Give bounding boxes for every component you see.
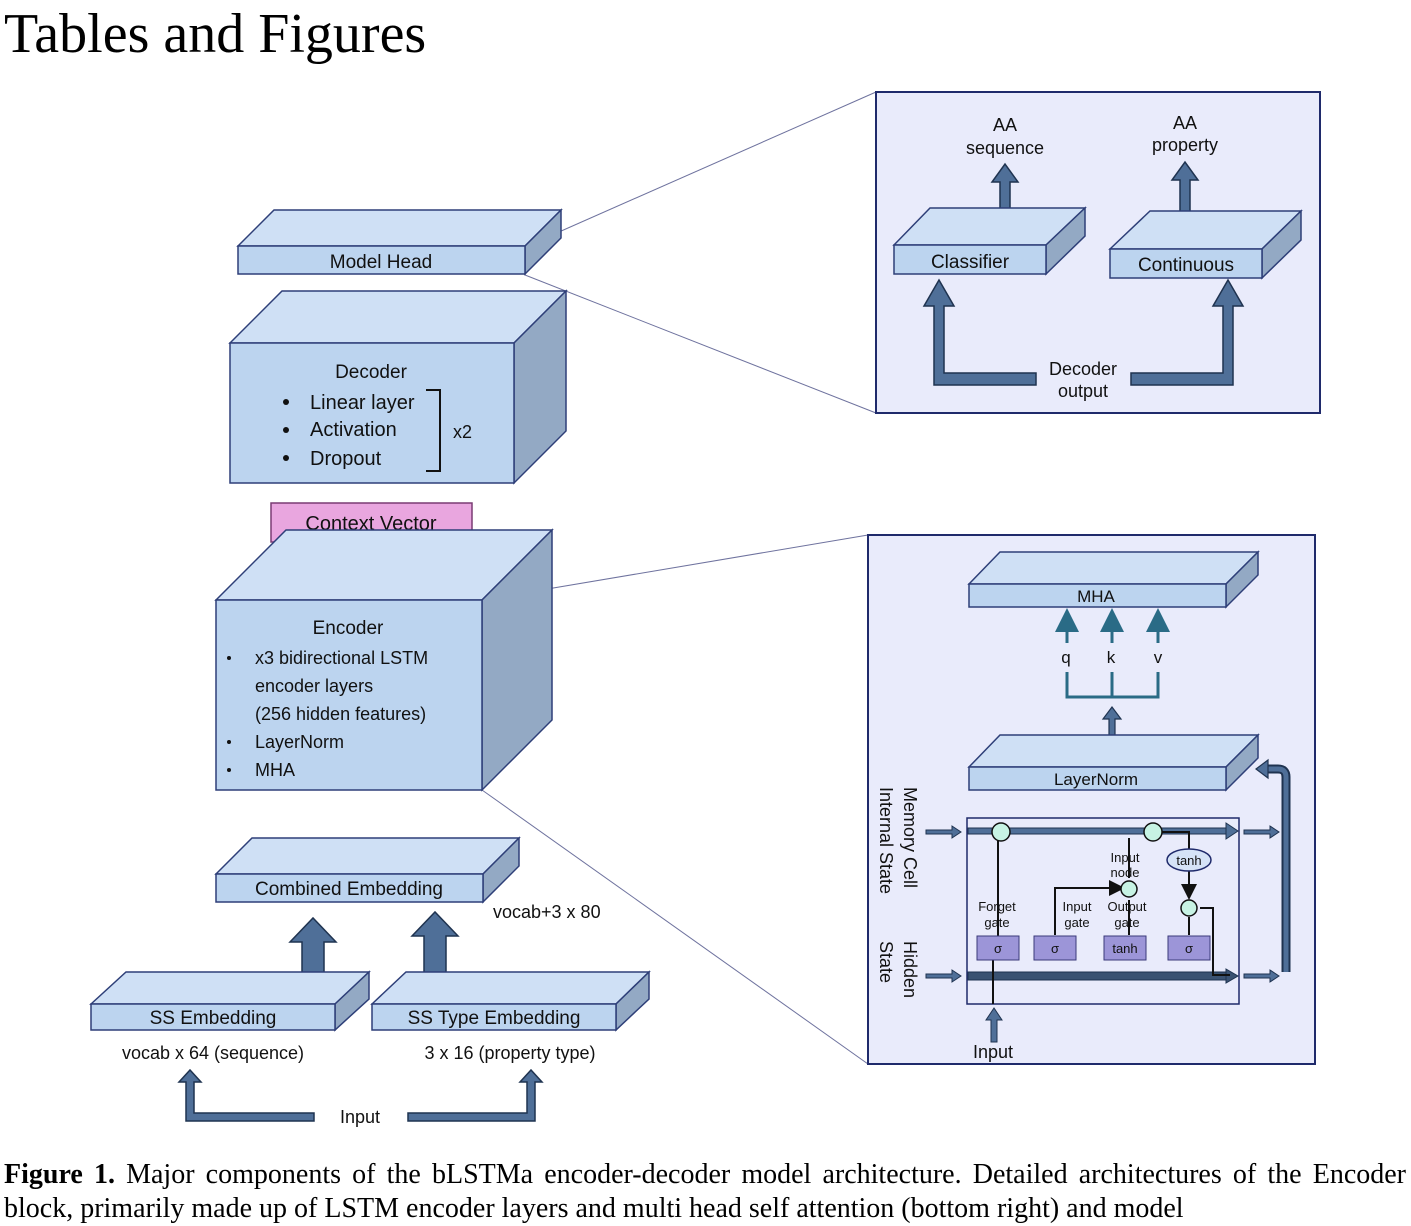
page-title: Tables and Figures xyxy=(4,3,427,65)
encoder-line-1: x3 bidirectional LSTM xyxy=(255,648,428,668)
forget-gate-label-1: Forget xyxy=(978,899,1016,914)
input-gate-label-2: gate xyxy=(1064,915,1089,930)
aa-property-label-1: AA xyxy=(1173,113,1197,133)
decoder-title: Decoder xyxy=(335,362,407,383)
lstm-wiring xyxy=(992,831,1230,1004)
aa-sequence-label-1: AA xyxy=(993,115,1017,135)
tanh-top-label: tanh xyxy=(1176,853,1201,868)
encoder-detail-panel: MHA q k v LayerNorm xyxy=(867,534,1316,1065)
input-label: Input xyxy=(340,1107,380,1127)
decoder-repeat: x2 xyxy=(453,422,472,442)
encoder-line-5: MHA xyxy=(255,760,295,780)
svg-text:tanh: tanh xyxy=(1112,941,1137,956)
output-gate-label-2: gate xyxy=(1114,915,1139,930)
decoder-bracket xyxy=(426,389,441,472)
decoder-to-continuous-arrow xyxy=(1130,278,1245,386)
memory-in-arrow xyxy=(925,825,962,839)
combined-dims: vocab+3 x 80 xyxy=(493,902,601,922)
encoder-line-2: encoder layers xyxy=(255,676,373,696)
layernorm-label: LayerNorm xyxy=(1054,770,1138,789)
decoder-output-label-2: output xyxy=(1058,381,1108,401)
figure-caption: Figure 1. Major components of the bLSTMa… xyxy=(4,1158,1406,1226)
lstm-input-arrow xyxy=(985,1007,1003,1043)
ss-type-dims: 3 x 16 (property type) xyxy=(424,1043,595,1063)
ss-type-embedding-block: SS Type Embedding xyxy=(370,970,651,1032)
ss-embedding-block: SS Embedding xyxy=(89,970,371,1032)
memory-out-arrow xyxy=(1243,825,1280,839)
classifier-label: Classifier xyxy=(931,252,1010,273)
hidden-in-arrow xyxy=(925,969,962,983)
tanh-activation xyxy=(1166,848,1212,872)
decoder-output-label-1: Decoder xyxy=(1049,359,1117,379)
model-head-detail-panel: AA sequence AA property Classifier Conti… xyxy=(875,91,1321,414)
hidden-label: Hidden xyxy=(900,941,920,998)
hidden-state-line xyxy=(967,971,1231,981)
model-head-label: Model Head xyxy=(330,252,432,273)
caption-text: Major components of the bLSTMa encoder-d… xyxy=(4,1159,1407,1224)
decoder-to-classifier-arrow xyxy=(922,278,1037,386)
input-right-arrow xyxy=(407,1068,544,1122)
mha-label: MHA xyxy=(1077,587,1115,606)
decoder-item-activation: Activation xyxy=(310,419,397,441)
decoder-item-dropout: Dropout xyxy=(310,448,382,470)
svg-text:σ: σ xyxy=(994,941,1002,956)
input-node-circle xyxy=(1120,880,1138,898)
input-gate: σ xyxy=(1033,935,1077,961)
memory-cell-label: Memory Cell xyxy=(900,787,920,888)
decoder-item-linear: Linear layer xyxy=(310,392,415,414)
qkv-fork xyxy=(1055,608,1170,699)
internal-state-label: Internal State xyxy=(876,787,896,894)
encoder-block: Encoder x3 bidirectional LSTM encoder la… xyxy=(214,528,554,792)
encoder-line-4: LayerNorm xyxy=(255,732,344,752)
encoder-line-3: (256 hidden features) xyxy=(255,704,426,724)
state-label: State xyxy=(876,941,896,983)
lstm-input-label: Input xyxy=(973,1042,1013,1062)
encoder-title: Encoder xyxy=(313,618,384,639)
ss-embedding-label: SS Embedding xyxy=(150,1008,277,1029)
forget-gate-label-2: gate xyxy=(984,915,1009,930)
caption-label: Figure 1. xyxy=(4,1159,115,1190)
layernorm-block: LayerNorm xyxy=(967,733,1260,792)
continuous-block: Continuous xyxy=(1108,209,1303,280)
ss-dims: vocab x 64 (sequence) xyxy=(122,1043,304,1063)
svg-text:σ: σ xyxy=(1051,941,1059,956)
forget-gate: σ xyxy=(976,935,1020,961)
v-label: v xyxy=(1154,648,1163,667)
continuous-label: Continuous xyxy=(1138,255,1234,276)
decoder-block: Decoder Linear layer Activation Dropout … xyxy=(228,289,568,485)
hidden-out-arrow xyxy=(1243,969,1280,983)
input-node-label-1: Input xyxy=(1111,850,1140,865)
input-add-node xyxy=(1143,822,1163,842)
tanh-gate: tanh xyxy=(1103,935,1147,961)
output-gate: σ xyxy=(1167,935,1211,961)
output-gate-label-1: Output xyxy=(1107,899,1146,914)
forget-multiply-node xyxy=(991,822,1011,842)
input-gate-label-1: Input xyxy=(1063,899,1092,914)
input-node-label-2: node xyxy=(1111,865,1140,880)
classifier-block: Classifier xyxy=(892,206,1087,276)
aa-sequence-label-2: sequence xyxy=(966,138,1044,158)
combined-embedding-label: Combined Embedding xyxy=(255,879,443,900)
mha-block: MHA xyxy=(967,550,1260,609)
input-left-arrow xyxy=(177,1068,315,1122)
svg-text:σ: σ xyxy=(1185,941,1193,956)
ss-type-embedding-label: SS Type Embedding xyxy=(408,1008,581,1029)
model-head-block: Model Head xyxy=(236,208,563,276)
output-node-circle xyxy=(1180,899,1198,917)
aa-property-label-2: property xyxy=(1152,135,1218,155)
combined-embedding-block: Combined Embedding xyxy=(214,836,521,904)
k-label: k xyxy=(1107,648,1116,667)
q-label: q xyxy=(1061,648,1070,667)
